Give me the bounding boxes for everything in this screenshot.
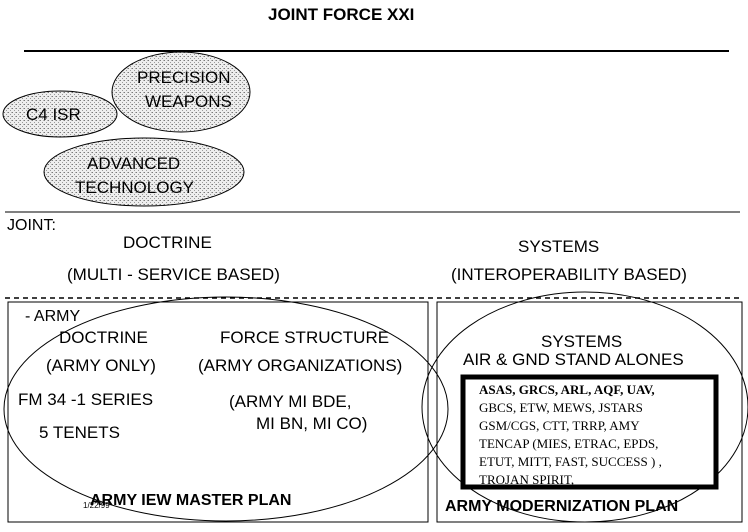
advanced-label-line1: ADVANCED [87,154,181,173]
army-label: - ARMY [25,308,81,325]
joint-systems: SYSTEMS [518,237,600,256]
army-units-line2: MI BN, MI CO) [256,414,368,433]
precision-label-line2: WEAPONS [145,92,232,111]
army-doctrine: DOCTRINE [59,328,148,347]
army-iew-master-plan: ARMY IEW MASTER PLAN [90,492,292,509]
c4isr-label: C4 ISR [26,105,81,124]
army-iew-ellipse [3,296,449,522]
systems-list-box [460,374,719,490]
joint-doctrine: DOCTRINE [123,233,212,252]
precision-weapons-ellipse [111,51,251,133]
army-doctrine-scope: (ARMY ONLY) [46,356,156,375]
systems-box-title: SYSTEMS [541,332,623,351]
joint-doctrine-basis: (MULTI - SERVICE BASED) [67,265,280,284]
army-fm-series: FM 34 -1 SERIES [18,390,154,409]
army-box-left [7,301,429,523]
precision-label-line1: PRECISION [137,68,231,87]
army-force-structure: FORCE STRUCTURE [220,328,390,347]
joint-systems-basis: (INTEROPERABILITY BASED) [451,265,687,284]
army-modernization-plan: ARMY MODERNIZATION PLAN [445,498,679,515]
army-tenets: 5 TENETS [39,423,120,442]
systems-list-line1: ASAS, GRCS, ARL, AQF, UAV, [479,382,655,397]
page-title: JOINT FORCE XXI [268,5,415,24]
systems-list-line5: ETUT, MITT, FAST, SUCCESS ) , [479,454,662,469]
joint-label: JOINT: [7,217,56,234]
slide-date: 1/22/99 [83,501,110,510]
advanced-label-line2: TECHNOLOGY [75,178,195,197]
systems-list-line2: GBCS, ETW, MEWS, JSTARS [479,400,643,415]
army-modernization-ellipse [421,291,748,523]
systems-list-line6: TROJAN SPIRIT, [479,472,575,487]
systems-list-line4: TENCAP (MIES, ETRAC, EPDS, [479,436,659,451]
systems-list-line3: GSM/CGS, CTT, TRRP, AMY [479,418,640,433]
c4isr-ellipse [2,90,118,138]
systems-box-subtitle: AIR & GND STAND ALONES [463,350,684,369]
advanced-technology-ellipse [43,137,245,207]
army-units-line1: (ARMY MI BDE, [229,392,352,411]
army-force-scope: (ARMY ORGANIZATIONS) [198,356,403,375]
